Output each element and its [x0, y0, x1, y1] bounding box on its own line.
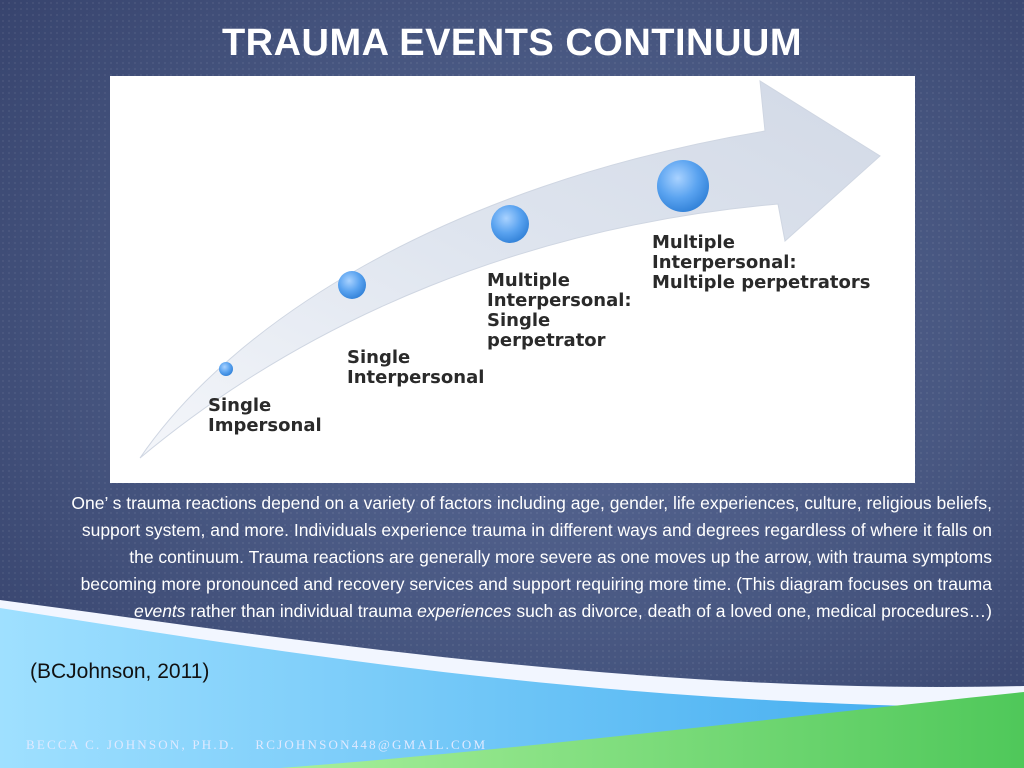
- citation: (BCJohnson, 2011): [30, 660, 210, 683]
- body-text-part-1: One’ s trauma reactions depend on a vari…: [71, 493, 992, 594]
- body-text-part-2: rather than individual trauma: [185, 601, 418, 621]
- continuum-diagram: Single Impersonal Single Interpersonal M…: [110, 76, 915, 483]
- slide-footer: BECCA C. JOHNSON, PH.D. RCJOHNSON448@GMA…: [26, 737, 501, 753]
- stage-circle-3: [491, 205, 529, 243]
- stage-circle-4: [657, 160, 709, 212]
- footer-email: RCJOHNSON448@GMAIL.COM: [255, 737, 488, 752]
- footer-author: BECCA C. JOHNSON, PH.D.: [26, 737, 236, 752]
- body-text-part-3: such as divorce, death of a loved one, m…: [511, 601, 992, 621]
- body-paragraph: One’ s trauma reactions depend on a vari…: [60, 490, 992, 625]
- stage-label-multiple-single-perpetrator: Multiple Interpersonal: Single perpetrat…: [487, 270, 632, 351]
- footer-wave-green: [280, 692, 1024, 768]
- stage-label-single-impersonal: Single Impersonal: [208, 395, 322, 436]
- stage-label-multiple-perpetrators: Multiple Interpersonal: Multiple perpetr…: [652, 232, 871, 293]
- stage-circle-2: [338, 271, 366, 299]
- body-text-events: events: [133, 601, 186, 621]
- footer-waves: [0, 600, 1024, 768]
- continuum-arrow-graphic: [139, 80, 881, 459]
- body-text-experiences: experiences: [417, 601, 512, 621]
- stage-circle-1: [219, 362, 233, 376]
- stage-label-single-interpersonal: Single Interpersonal: [347, 347, 485, 388]
- slide-title: TRAUMA EVENTS CONTINUUM: [221, 22, 803, 64]
